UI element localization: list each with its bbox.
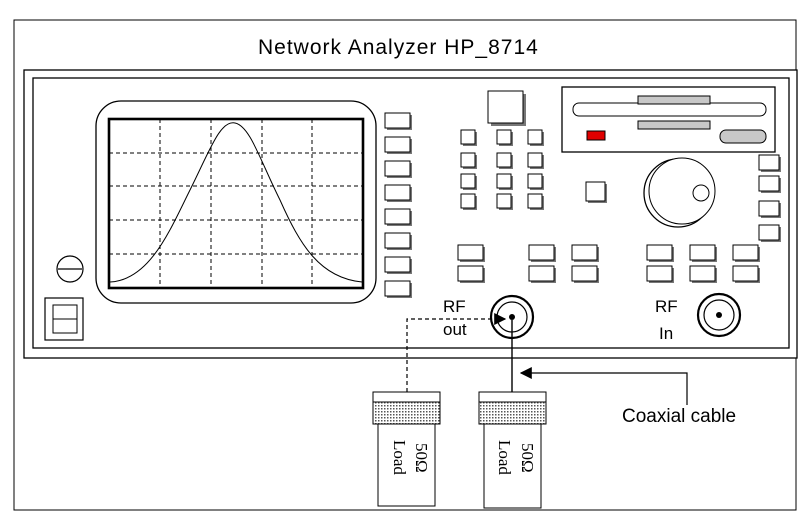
keypad-key[interactable] (496, 129, 512, 145)
keypad-key[interactable] (527, 129, 543, 145)
right-key[interactable] (758, 154, 780, 171)
disk-drive (561, 86, 776, 153)
softkey[interactable] (384, 184, 411, 201)
keypad-key[interactable] (460, 129, 476, 145)
eject-button[interactable] (719, 129, 767, 144)
softkey[interactable] (384, 112, 411, 129)
response-curve (109, 122, 363, 283)
keypad-key[interactable] (527, 152, 543, 168)
keypad-key[interactable] (527, 193, 543, 209)
load-1-value: 50Ω (412, 443, 431, 473)
keypad-key[interactable] (527, 173, 543, 189)
lower-keys (457, 244, 760, 283)
rf-out-label-line1: RF (443, 297, 466, 316)
dashed-connection (406, 313, 507, 392)
load-2-value: 50Ω (518, 443, 537, 473)
right-keys (758, 154, 781, 242)
right-key[interactable] (758, 200, 780, 217)
power-switch[interactable] (44, 297, 84, 341)
rf-in-label-line2: In (659, 324, 674, 343)
rf-out-connector[interactable] (489, 294, 535, 340)
rf-out-label-line2: out (443, 320, 467, 339)
function-key[interactable] (689, 244, 716, 261)
keypad-key[interactable] (460, 173, 476, 189)
keypad-key[interactable] (460, 193, 476, 209)
keypad-key[interactable] (496, 173, 512, 189)
function-key[interactable] (732, 265, 759, 282)
softkey[interactable] (384, 208, 411, 225)
load-1 (372, 391, 441, 507)
function-key[interactable] (689, 265, 716, 282)
softkey[interactable] (384, 280, 411, 297)
function-key[interactable] (732, 244, 759, 261)
softkey[interactable] (384, 232, 411, 249)
diagram-title: Network Analyzer HP_8714 (258, 36, 539, 59)
load-2 (478, 391, 547, 509)
function-key[interactable] (457, 244, 484, 261)
keypad-key[interactable] (460, 152, 476, 168)
display-screen (95, 100, 377, 304)
coax-cable-pointer (519, 367, 688, 405)
right-key[interactable] (758, 175, 780, 192)
coaxial-cable-label: Coaxial cable (622, 406, 737, 427)
function-key[interactable] (528, 265, 555, 282)
entry-key[interactable] (585, 181, 606, 202)
function-key[interactable] (457, 265, 484, 282)
rotary-knob[interactable] (643, 157, 716, 228)
softkeys (384, 112, 412, 298)
top-key[interactable] (487, 90, 524, 124)
load-1-name: Load (390, 440, 409, 475)
right-key[interactable] (758, 224, 780, 241)
keypad-key[interactable] (496, 193, 512, 209)
function-key[interactable] (646, 244, 673, 261)
softkey[interactable] (384, 256, 411, 273)
red-indicator (586, 130, 606, 141)
rf-in-label-line1: RF (655, 297, 678, 316)
function-key[interactable] (528, 244, 555, 261)
function-key[interactable] (571, 244, 598, 261)
screen-grid (109, 119, 363, 288)
left-circle-control[interactable] (56, 255, 84, 283)
rf-in-connector[interactable] (696, 292, 742, 338)
function-key[interactable] (571, 265, 598, 282)
keypad (460, 129, 544, 210)
softkey[interactable] (384, 136, 411, 153)
keypad-key[interactable] (496, 152, 512, 168)
load-2-name: Load (495, 440, 514, 475)
function-key[interactable] (646, 265, 673, 282)
softkey[interactable] (384, 160, 411, 177)
